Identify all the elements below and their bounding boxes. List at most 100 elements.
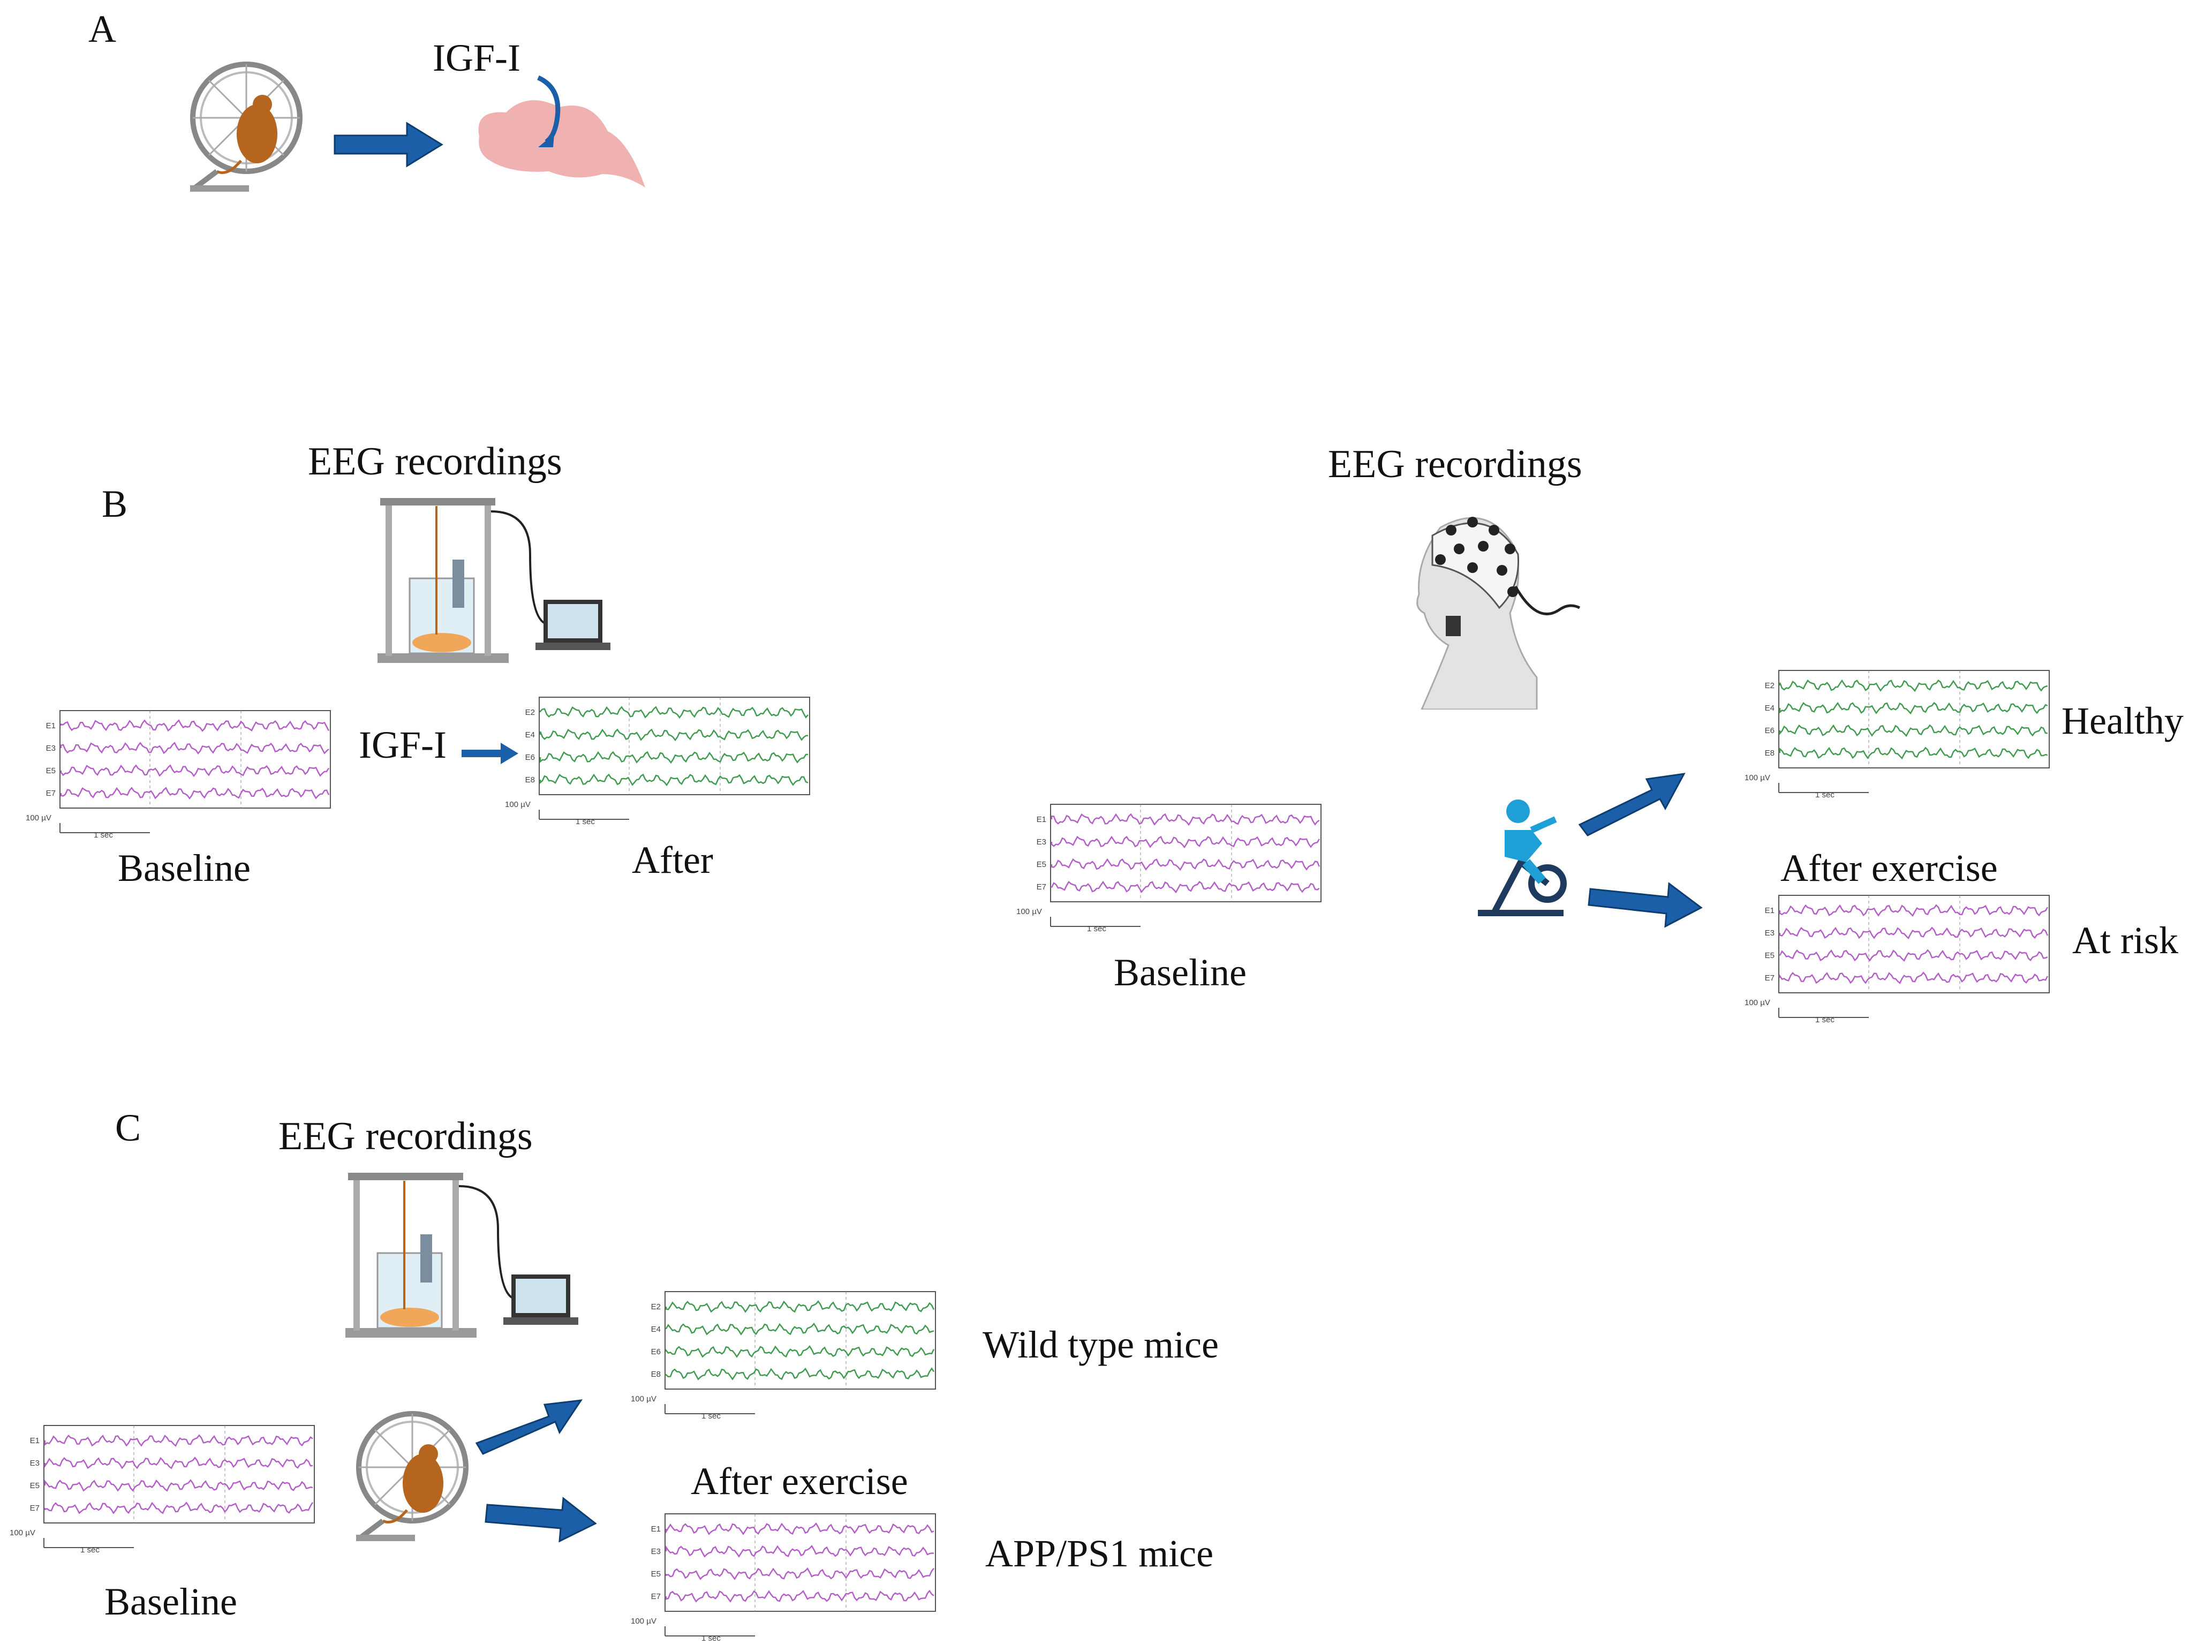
- channel-label: E7: [30, 1504, 40, 1513]
- channel-label: E5: [46, 766, 56, 775]
- eeg-channel-trace: [1779, 701, 2048, 715]
- igf-label-a: IGF-I: [433, 36, 520, 79]
- channel-label: E6: [651, 1347, 661, 1356]
- channel-label: E8: [1765, 749, 1775, 758]
- eeg-channel-trace: [44, 1502, 314, 1514]
- eeg-channel-trace: [1779, 746, 2048, 760]
- channel-label: E8: [525, 775, 535, 784]
- eeg-channel-trace: [44, 1479, 313, 1492]
- arrow-right-icon: [1588, 878, 1703, 932]
- eeg-channel-trace: [60, 764, 330, 778]
- human-eeg-cap-icon: [1408, 506, 1585, 711]
- brain-icon: [469, 67, 651, 195]
- channel-label: E3: [1037, 838, 1046, 847]
- baseline-label-b-mouse: Baseline: [118, 847, 251, 889]
- panel-letter-b: B: [102, 482, 128, 525]
- after-exercise-label-b: After exercise: [1780, 847, 1998, 889]
- eeg-channel-trace: [60, 787, 330, 800]
- channel-label: E4: [525, 730, 535, 740]
- arrow-right-icon: [332, 120, 444, 169]
- eeg-channel-trace: [1779, 926, 2049, 940]
- scale-amp-5: 100 µV: [1745, 998, 1770, 1007]
- scale-amp-1: 100 µV: [26, 813, 51, 823]
- channel-label: E5: [651, 1570, 661, 1579]
- panel-letter-c: C: [115, 1106, 141, 1149]
- running-wheel-mouse-icon: [351, 1408, 474, 1542]
- channel-label: E4: [651, 1325, 661, 1334]
- channel-label: E8: [651, 1370, 661, 1379]
- eeg-channel-trace: [60, 719, 330, 732]
- at-risk-label: At risk: [2072, 919, 2178, 962]
- channel-label: E2: [651, 1302, 661, 1311]
- channel-label: E5: [1765, 951, 1775, 960]
- baseline-label-b-human: Baseline: [1114, 951, 1247, 994]
- baseline-label-c: Baseline: [104, 1580, 237, 1623]
- eeg-channel-trace: [665, 1367, 935, 1381]
- eeg-title-b-mouse: EEG recordings: [308, 440, 562, 484]
- scale-time-4: 1 sec: [1815, 790, 1834, 799]
- channel-label: E5: [30, 1481, 40, 1490]
- eeg-channel-trace: [60, 742, 329, 755]
- channel-label: E3: [651, 1547, 661, 1556]
- channel-label: E7: [46, 789, 56, 798]
- eeg-channel-trace: [1779, 949, 2048, 962]
- eeg-channel-trace: [1051, 880, 1320, 894]
- eeg-channel-trace: [665, 1589, 934, 1603]
- eeg-channel-trace: [539, 773, 809, 787]
- eeg-channel-trace: [1051, 835, 1320, 849]
- eeg-channel-trace: [44, 1434, 313, 1447]
- after-label-b-mouse: After: [632, 839, 713, 881]
- after-exercise-label-c: After exercise: [691, 1460, 908, 1503]
- eeg-channel-trace: [665, 1522, 934, 1535]
- channel-label: E5: [1037, 860, 1046, 869]
- eeg-channel-trace: [1051, 858, 1320, 871]
- mouse-eeg-rig-icon: [369, 490, 616, 667]
- channel-label: E3: [46, 744, 56, 753]
- arrow-right-icon: [485, 1494, 597, 1548]
- channel-label: E7: [651, 1592, 661, 1601]
- channel-label: E1: [30, 1436, 40, 1445]
- app-ps1-label: APP/PS1 mice: [985, 1532, 1214, 1575]
- arrow-right-icon: [460, 742, 519, 765]
- scale-time-6: 1 sec: [80, 1545, 100, 1555]
- scale-time-8: 1 sec: [701, 1634, 721, 1643]
- eeg-channel-trace: [665, 1545, 934, 1558]
- eeg-channel-trace: [1779, 971, 2049, 984]
- channel-label: E1: [651, 1525, 661, 1534]
- channel-label: E1: [46, 721, 56, 730]
- eeg-channel-trace: [1779, 904, 2049, 917]
- scale-amp-8: 100 µV: [631, 1617, 656, 1626]
- scale-time-1: 1 sec: [94, 831, 113, 840]
- channel-label: E4: [1765, 704, 1775, 713]
- eeg-channel-trace: [1051, 813, 1320, 826]
- mouse-eeg-rig-icon: [337, 1165, 584, 1341]
- channel-label: E7: [1037, 882, 1046, 892]
- eeg-channel-trace: [665, 1300, 935, 1313]
- channel-label: E6: [525, 753, 535, 762]
- scale-amp-2: 100 µV: [505, 800, 531, 809]
- eeg-channel-trace: [539, 728, 809, 742]
- channel-label: E1: [1037, 815, 1046, 824]
- scale-time-3: 1 sec: [1087, 924, 1106, 933]
- scale-time-5: 1 sec: [1815, 1015, 1834, 1024]
- eeg-channel-trace: [1779, 679, 2048, 692]
- exercise-bike-icon: [1462, 793, 1574, 921]
- scale-amp-3: 100 µV: [1016, 907, 1042, 916]
- channel-label: E3: [30, 1459, 40, 1468]
- eeg-channel-trace: [44, 1457, 313, 1469]
- scale-time-2: 1 sec: [576, 817, 595, 826]
- running-wheel-mouse-icon: [185, 59, 308, 193]
- channel-label: E6: [1765, 726, 1775, 735]
- eeg-channel-trace: [539, 706, 809, 719]
- channel-label: E2: [525, 708, 535, 717]
- scale-amp-6: 100 µV: [10, 1528, 35, 1537]
- eeg-channel-trace: [665, 1345, 935, 1358]
- eeg-channel-trace: [665, 1567, 934, 1580]
